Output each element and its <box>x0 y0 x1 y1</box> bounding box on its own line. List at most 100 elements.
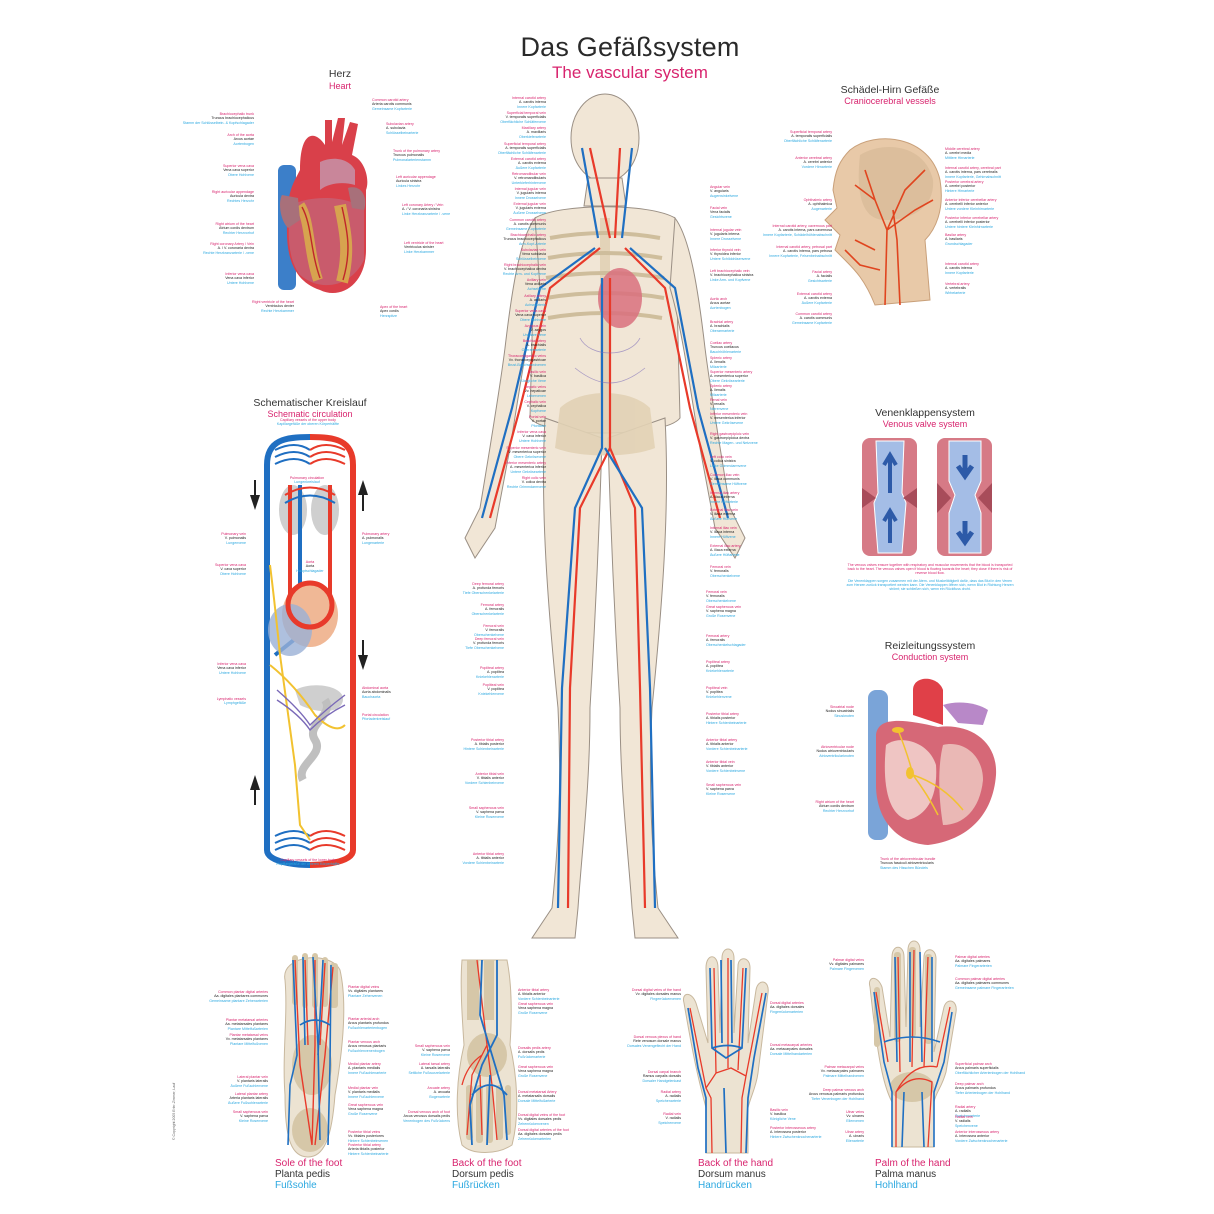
body-illustration <box>464 93 746 939</box>
cranial-title-de: Schädel-Hirn Gefäße <box>840 84 940 96</box>
body-heart <box>598 268 642 328</box>
circulation-diagram <box>250 434 368 868</box>
conduction-heart-illustration <box>868 678 997 845</box>
conduction-title-de: Reizleitungssystem <box>884 640 976 652</box>
valves-title-en: Venous valve system <box>882 419 968 429</box>
copyright-notice: © Copyright 2005 Erler-Zimmer, Lauf <box>172 1082 176 1140</box>
head-illustration <box>824 138 942 306</box>
